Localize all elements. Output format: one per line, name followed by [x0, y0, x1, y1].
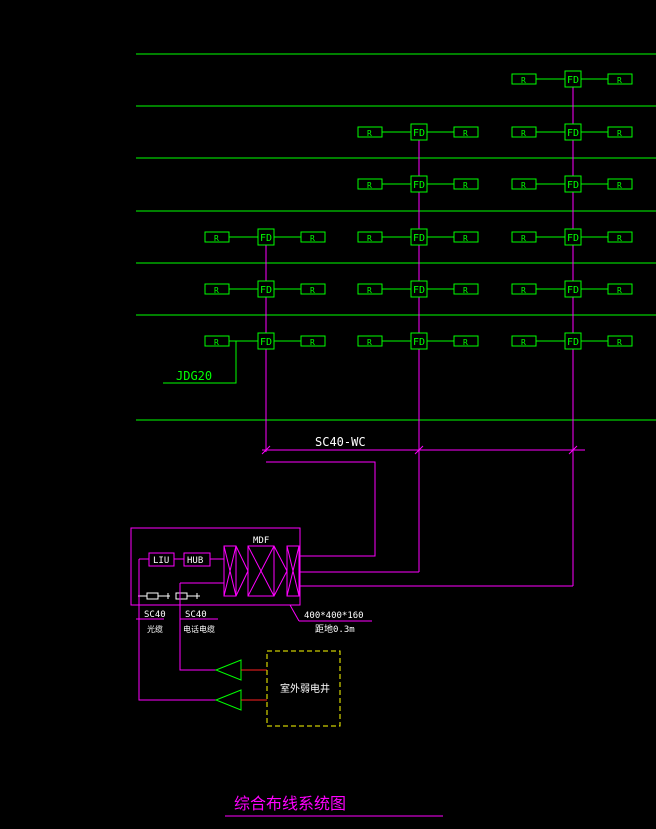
horizontal-conduit-label: JDG20	[176, 369, 212, 383]
cable-entries	[138, 592, 200, 600]
floor-distributor-box	[257, 332, 275, 350]
floor-distributor-box	[564, 123, 582, 141]
mdf-height-label: 距地0.3m	[315, 623, 355, 635]
mdf-label: MDF	[253, 536, 269, 546]
mdf-size-label: 400*400*160	[304, 611, 364, 621]
floor-distributor-label: FD	[260, 285, 272, 296]
floor-distributor-box	[564, 280, 582, 298]
floor-distributor-label: FD	[413, 337, 425, 348]
liu-hub-links	[174, 558, 224, 584]
outlet-label: R	[617, 286, 622, 295]
floor-distributor-label: FD	[567, 180, 579, 191]
outlet-label: R	[310, 234, 315, 243]
outlet-label: R	[521, 338, 526, 347]
diagram-title: 综合布线系统图	[234, 794, 346, 813]
outdoor-connectors	[214, 659, 267, 711]
outlet-label: R	[617, 338, 622, 347]
cable-to-mdf	[266, 461, 376, 557]
outlet-label: R	[463, 234, 468, 243]
floor-distributor-box	[564, 228, 582, 246]
outdoor-well	[266, 650, 341, 727]
outlet-label: R	[521, 234, 526, 243]
outlet-label: R	[521, 181, 526, 190]
floor-lines	[136, 53, 656, 421]
riser-tick	[568, 445, 578, 455]
outlet-label: R	[521, 129, 526, 138]
floor-distributor-label: FD	[413, 128, 425, 139]
patch-panel	[223, 545, 300, 597]
floor-distributors: R R FD R R FD R R FD R R FD R R FD R R FD R R FD R R FD R R FD R R FD…	[204, 70, 633, 350]
riser-conduit-label: SC40-WC	[315, 435, 366, 449]
floor-distributor-label: FD	[413, 180, 425, 191]
riser-cables	[261, 79, 585, 587]
connector-icon	[214, 689, 242, 711]
outlet-label: R	[521, 76, 526, 85]
floor-distributor-box	[410, 332, 428, 350]
riser-tick	[261, 445, 271, 455]
riser-tick	[414, 445, 424, 455]
telecom-cable-label: 电话电缆	[183, 624, 215, 634]
outlet-label: R	[463, 181, 468, 190]
outlet-label: R	[367, 129, 372, 138]
floor-distributor-label: FD	[567, 285, 579, 296]
floor-distributor-box	[410, 175, 428, 193]
floor-distributor-box	[564, 332, 582, 350]
floor-distributor-label: FD	[413, 285, 425, 296]
floor-distributor-label: FD	[260, 337, 272, 348]
fiber-conduit-label: SC40	[144, 610, 166, 620]
mdf-cabinet	[130, 527, 301, 606]
telecom-cable	[179, 583, 216, 671]
fiber-cable-label: 光缆	[147, 624, 163, 634]
outlet-label: R	[214, 234, 219, 243]
floor-distributor-box	[257, 228, 275, 246]
floor-distributor-box	[410, 228, 428, 246]
connector-icon	[214, 659, 242, 681]
liu-label: LIU	[153, 556, 169, 566]
incoming-cables	[136, 558, 372, 701]
hub-label: HUB	[187, 556, 203, 566]
outlet-label: R	[463, 286, 468, 295]
outlet-label: R	[310, 338, 315, 347]
outlet-label: R	[617, 181, 622, 190]
outlet-label: R	[463, 338, 468, 347]
floor-distributor-box	[564, 175, 582, 193]
floor-distributor-label: FD	[567, 75, 579, 86]
floor-distributor-label: FD	[567, 233, 579, 244]
outlet-label: R	[214, 338, 219, 347]
outlet-label: R	[367, 338, 372, 347]
floor-distributor-box	[410, 123, 428, 141]
floor-distributor-label: FD	[413, 233, 425, 244]
outdoor-well-label: 室外弱电井	[280, 682, 330, 695]
floor-distributor-label: FD	[567, 337, 579, 348]
outlet-label: R	[521, 286, 526, 295]
floor-distributor-box	[564, 70, 582, 88]
outlet-label: R	[367, 234, 372, 243]
outlet-label: R	[367, 286, 372, 295]
fiber-cable	[138, 559, 216, 701]
floor-distributor-label: FD	[260, 233, 272, 244]
floor-distributor-box	[257, 280, 275, 298]
outlet-label: R	[214, 286, 219, 295]
outlet-label: R	[617, 129, 622, 138]
horizontal-conduit-leader	[163, 341, 237, 384]
outlet-label: R	[617, 234, 622, 243]
outlet-label: R	[617, 76, 622, 85]
floor-distributor-box	[410, 280, 428, 298]
leader-line	[163, 341, 237, 384]
floor-distributor-label: FD	[567, 128, 579, 139]
outlet-label: R	[463, 129, 468, 138]
telecom-conduit-label: SC40	[185, 610, 207, 620]
outlet-label: R	[310, 286, 315, 295]
outlet-label: R	[367, 181, 372, 190]
